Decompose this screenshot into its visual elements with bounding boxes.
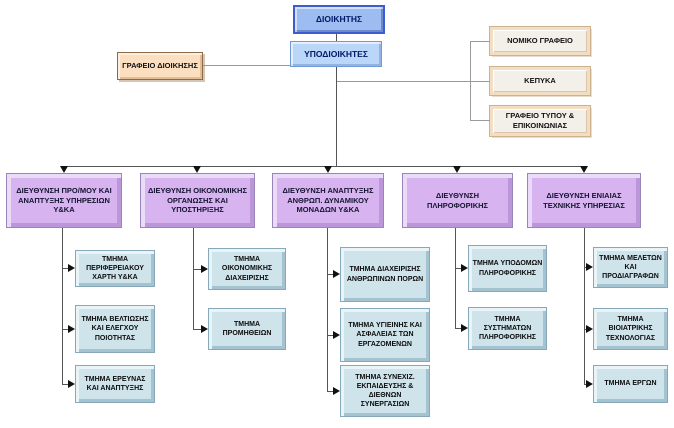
node-dept-3-1: ΤΜΗΜΑ ΔΙΑΧΕΙΡΙΣΗΣ ΑΝΘΡΩΠΙΝΩΝ ΠΟΡΩΝ — [340, 247, 430, 302]
node-legal-office: ΝΟΜΙΚΟ ΓΡΑΦΕΙΟ — [489, 26, 591, 56]
connector-stub — [62, 268, 68, 269]
node-directorate-2: ΔΙΕΥΘΥΝΣΗ ΟΙΚΟΝΟΜΙΚΗΣ ΟΡΓΑΝΩΣΗΣ ΚΑΙ ΥΠΟΣ… — [140, 173, 255, 228]
connector-admin-office — [203, 65, 290, 66]
node-dept-1-2: ΤΜΗΜΑ ΒΕΛΤΙΩΣΗΣ ΚΑΙ ΕΛΕΓΧΟΥ ΠΟΙΟΤΗΤΑΣ — [75, 305, 155, 353]
arrowhead-right-icon — [461, 324, 468, 332]
node-label: ΤΜΗΜΑ ΟΙΚΟΝΟΜΙΚΗΣ ΔΙΑΧΕΙΡΙΣΗΣ — [221, 256, 273, 282]
node-deputy-commanders: ΥΠΟΔΙΟΙΚΗΤΕΣ — [290, 41, 382, 67]
node-label: ΤΜΗΜΑ ΠΡΟΜΗΘΕΙΩΝ — [222, 320, 272, 337]
arrowhead-right-icon — [68, 380, 75, 388]
node-administration-office: ΓΡΑΦΕΙΟ ΔΙΟΙΚΗΣΗΣ — [117, 52, 203, 80]
arrowhead-down-icon — [324, 166, 332, 173]
node-label: ΤΜΗΜΑ ΣΥΣΤΗΜΑΤΩΝ ΠΛΗΡΟΦΟΡΙΚΗΣ — [478, 315, 536, 342]
node-commander: ΔΙΟΙΚΗΤΗΣ — [293, 5, 385, 34]
connector-stub — [327, 335, 333, 336]
node-dept-5-3: ΤΜΗΜΑ ΕΡΓΩΝ — [593, 365, 668, 403]
node-label: ΤΜΗΜΑ ΕΡΕΥΝΑΣ ΚΑΙ ΑΝΑΠΤΥΞΗΣ — [84, 375, 146, 392]
arrowhead-down-icon — [580, 166, 588, 173]
node-kepyka: ΚΕΠΥΚΑ — [489, 66, 591, 96]
node-dept-4-1: ΤΜΗΜΑ ΥΠΟΔΟΜΩΝ ΠΛΗΡΟΦΟΡΙΚΗΣ — [468, 245, 547, 292]
connector-staff-riser — [470, 41, 471, 121]
arrowhead-right-icon — [333, 387, 340, 395]
node-label: ΔΙΕΥΘΥΝΣΗ ΠΛΗΡΟΦΟΡΙΚΗΣ — [426, 190, 489, 210]
node-dept-5-2: ΤΜΗΜΑ ΒΙΟΙΑΤΡΙΚΗΣ ΤΕΧΝΟΛΟΓΙΑΣ — [593, 308, 668, 350]
node-label: ΓΡΑΦΕΙΟ ΤΥΠΟΥ & ΕΠΙΚΟΙΝΩΝΙΑΣ — [505, 111, 575, 130]
node-directorate-5: ΔΙΕΥΘΥΝΣΗ ΕΝΙΑΙΑΣ ΤΕΧΝΙΚΗΣ ΥΠΗΡΕΣΙΑΣ — [527, 173, 641, 228]
node-label: ΚΕΠΥΚΑ — [524, 76, 556, 86]
connector-trunk — [336, 67, 337, 166]
arrowhead-right-icon — [586, 263, 593, 271]
arrowhead-down-icon — [453, 166, 461, 173]
connector-stub — [455, 268, 461, 269]
node-label: ΤΜΗΜΑ ΥΠΟΔΟΜΩΝ ΠΛΗΡΟΦΟΡΙΚΗΣ — [472, 260, 543, 277]
node-dept-3-3: ΤΜΗΜΑ ΣΥΝΕΧΙΖ. ΕΚΠΑΙΔΕΥΣΗΣ & ΔΙΕΘΝΩΝ ΣΥΝ… — [340, 365, 430, 417]
connector-stub — [193, 269, 201, 270]
arrowhead-right-icon — [586, 325, 593, 333]
node-label: ΥΠΟΔΙΟΙΚΗΤΕΣ — [304, 48, 368, 59]
arrowhead-right-icon — [333, 270, 340, 278]
connector-col5 — [584, 228, 585, 384]
node-label: ΔΙΕΥΘΥΝΣΗ ΟΙΚΟΝΟΜΙΚΗΣ ΟΡΓΑΝΩΣΗΣ ΚΑΙ ΥΠΟΣ… — [148, 185, 247, 215]
node-label: ΓΡΑΦΕΙΟ ΔΙΟΙΚΗΣΗΣ — [122, 61, 198, 71]
connector-staff-stub-3 — [470, 120, 490, 121]
connector-stub — [327, 274, 333, 275]
connector-stub — [193, 329, 201, 330]
node-directorate-1: ΔΙΕΥΘΥΝΣΗ ΠΡΟ/ΜΟΥ ΚΑΙ ΑΝΑΠΤΥΞΗΣ ΥΠΗΡΕΣΙΩ… — [6, 173, 122, 228]
node-dept-5-1: ΤΜΗΜΑ ΜΕΛΕΤΩΝ ΚΑΙ ΠΡΟΔΙΑΓΡΑΦΩΝ — [593, 247, 668, 288]
node-label: ΤΜΗΜΑ ΕΡΓΩΝ — [604, 380, 657, 388]
node-label: ΤΜΗΜΑ ΠΕΡΙΦΕΡΕΙΑΚΟΥ ΧΑΡΤΗ Υ&ΚΑ — [86, 255, 144, 282]
arrowhead-right-icon — [461, 264, 468, 272]
connector-stub — [62, 384, 68, 385]
connector-col2 — [193, 228, 194, 329]
connector-spine — [62, 166, 584, 167]
node-directorate-3: ΔΙΕΥΘΥΝΣΗ ΑΝΑΠΤΥΞΗΣ ΑΝΘΡΩΠ. ΔΥΝΑΜΙΚΟΥ ΜΟ… — [272, 173, 384, 228]
node-dept-4-2: ΤΜΗΜΑ ΣΥΣΤΗΜΑΤΩΝ ΠΛΗΡΟΦΟΡΙΚΗΣ — [468, 307, 547, 350]
arrowhead-right-icon — [333, 331, 340, 339]
node-label: ΔΙΕΥΘΥΝΣΗ ΠΡΟ/ΜΟΥ ΚΑΙ ΑΝΑΠΤΥΞΗΣ ΥΠΗΡΕΣΙΩ… — [16, 185, 112, 215]
node-label: ΔΙΕΥΘΥΝΣΗ ΑΝΑΠΤΥΞΗΣ ΑΝΘΡΩΠ. ΔΥΝΑΜΙΚΟΥ ΜΟ… — [282, 185, 374, 215]
connector-stub — [62, 329, 68, 330]
node-label: ΤΜΗΜΑ ΒΕΛΤΙΩΣΗΣ ΚΑΙ ΕΛΕΓΧΟΥ ΠΟΙΟΤΗΤΑΣ — [81, 316, 149, 342]
arrowhead-right-icon — [586, 380, 593, 388]
arrowhead-right-icon — [68, 264, 75, 272]
connector-root-deputy — [336, 34, 337, 41]
arrowhead-right-icon — [68, 325, 75, 333]
node-dept-2-2: ΤΜΗΜΑ ΠΡΟΜΗΘΕΙΩΝ — [208, 308, 286, 350]
arrowhead-right-icon — [201, 265, 208, 273]
connector-col1 — [62, 228, 63, 384]
connector-col3 — [327, 228, 328, 391]
node-dept-2-1: ΤΜΗΜΑ ΟΙΚΟΝΟΜΙΚΗΣ ΔΙΑΧΕΙΡΙΣΗΣ — [208, 248, 286, 290]
connector-stub — [584, 384, 586, 385]
connector-stub — [327, 391, 333, 392]
connector-staff-stub-1 — [470, 41, 490, 42]
node-directorate-4: ΔΙΕΥΘΥΝΣΗ ΠΛΗΡΟΦΟΡΙΚΗΣ — [402, 173, 513, 228]
node-label: ΤΜΗΜΑ ΥΓΙΕΙΝΗΣ ΚΑΙ ΑΣΦΑΛΕΙΑΣ ΤΩΝ ΕΡΓΑΖΟΜ… — [348, 322, 422, 348]
node-label: ΤΜΗΜΑ ΔΙΑΧΕΙΡΙΣΗΣ ΑΝΘΡΩΠΙΝΩΝ ΠΟΡΩΝ — [346, 266, 424, 283]
arrowhead-down-icon — [193, 166, 201, 173]
node-label: ΔΙΕΥΘΥΝΣΗ ΕΝΙΑΙΑΣ ΤΕΧΝΙΚΗΣ ΥΠΗΡΕΣΙΑΣ — [543, 190, 625, 210]
connector-stub — [584, 267, 586, 268]
node-label: ΝΟΜΙΚΟ ΓΡΑΦΕΙΟ — [507, 36, 573, 46]
connector-col4 — [455, 228, 456, 328]
arrowhead-right-icon — [201, 325, 208, 333]
node-dept-3-2: ΤΜΗΜΑ ΥΓΙΕΙΝΗΣ ΚΑΙ ΑΣΦΑΛΕΙΑΣ ΤΩΝ ΕΡΓΑΖΟΜ… — [340, 308, 430, 362]
node-label: ΤΜΗΜΑ ΣΥΝΕΧΙΖ. ΕΚΠΑΙΔΕΥΣΗΣ & ΔΙΕΘΝΩΝ ΣΥΝ… — [355, 373, 415, 409]
node-label: ΤΜΗΜΑ ΒΙΟΙΑΤΡΙΚΗΣ ΤΕΧΝΟΛΟΓΙΑΣ — [605, 316, 656, 342]
node-dept-1-3: ΤΜΗΜΑ ΕΡΕΥΝΑΣ ΚΑΙ ΑΝΑΠΤΥΞΗΣ — [75, 365, 155, 403]
connector-stub — [455, 328, 461, 329]
arrowhead-down-icon — [60, 166, 68, 173]
node-label: ΔΙΟΙΚΗΤΗΣ — [315, 14, 363, 25]
node-dept-1-1: ΤΜΗΜΑ ΠΕΡΙΦΕΡΕΙΑΚΟΥ ΧΑΡΤΗ Υ&ΚΑ — [75, 250, 155, 287]
node-press-communication-office: ΓΡΑΦΕΙΟ ΤΥΠΟΥ & ΕΠΙΚΟΙΝΩΝΙΑΣ — [489, 105, 591, 137]
node-label: ΤΜΗΜΑ ΜΕΛΕΤΩΝ ΚΑΙ ΠΡΟΔΙΑΓΡΑΦΩΝ — [599, 254, 662, 281]
connector-stub — [584, 329, 586, 330]
connector-staff-branch — [337, 81, 490, 82]
